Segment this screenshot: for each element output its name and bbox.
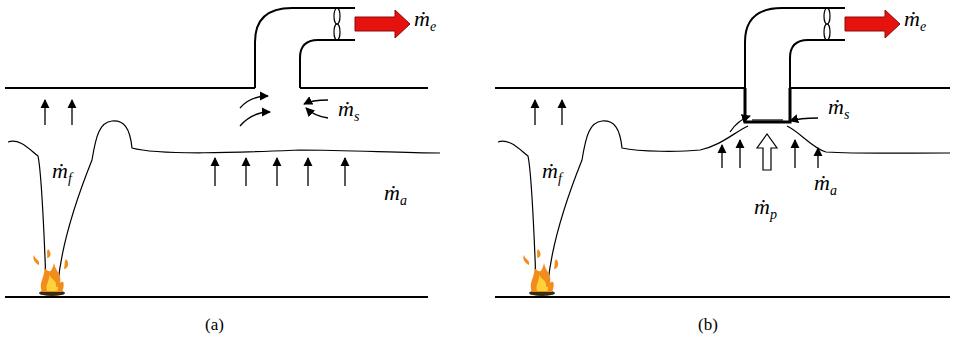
panel-caption: (a) xyxy=(205,316,224,333)
symbol-subscript: s xyxy=(354,109,359,124)
symbol-base: ṁ xyxy=(904,6,920,31)
mass-flow-symbol: ṁa xyxy=(384,182,407,208)
symbol-base: ṁ xyxy=(338,96,354,121)
symbol-base: ṁ xyxy=(542,158,558,183)
mass-flow-symbol: ṁp xyxy=(754,196,777,222)
symbol-subscript: f xyxy=(68,171,72,186)
mass-flow-symbol: ṁs xyxy=(338,98,359,124)
symbol-subscript: a xyxy=(830,183,837,198)
symbol-subscript: p xyxy=(770,207,777,222)
symbol-base: ṁ xyxy=(52,158,68,183)
symbol-subscript: f xyxy=(558,171,562,186)
mass-flow-symbol: ṁe xyxy=(414,8,436,34)
symbol-base: ṁ xyxy=(814,170,830,195)
symbol-subscript: e xyxy=(920,19,926,34)
mass-flow-symbol: ṁa xyxy=(814,172,837,198)
symbol-base: ṁ xyxy=(828,94,844,119)
mass-flow-symbol: ṁf xyxy=(542,160,562,186)
mass-flow-symbol: ṁf xyxy=(52,160,72,186)
symbol-base: ṁ xyxy=(754,194,770,219)
symbol-subscript: e xyxy=(430,19,436,34)
symbol-base: ṁ xyxy=(384,180,400,205)
symbol-subscript: s xyxy=(844,107,849,122)
symbol-base: ṁ xyxy=(414,6,430,31)
symbol-subscript: a xyxy=(400,193,407,208)
mass-flow-symbol: ṁe xyxy=(904,8,926,34)
mass-flow-symbol: ṁs xyxy=(828,96,849,122)
panel-caption: (b) xyxy=(698,316,718,333)
